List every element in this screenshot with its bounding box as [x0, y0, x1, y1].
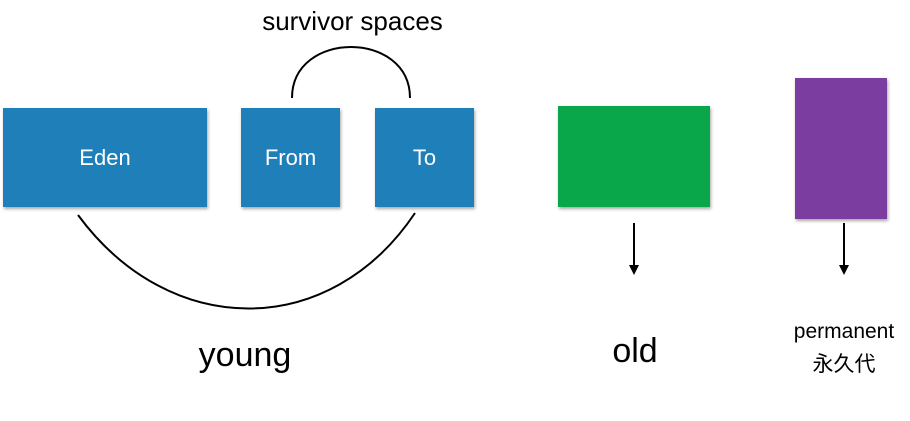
permanent-label: permanent: [793, 320, 895, 343]
eden-box: Eden: [3, 108, 207, 207]
from-label: From: [264, 144, 317, 170]
old-generation-box: [558, 106, 710, 207]
to-label: To: [412, 144, 437, 170]
from-box: From: [241, 108, 340, 207]
eden-label: Eden: [79, 144, 131, 170]
survivor-spaces-label: survivor spaces: [262, 6, 443, 36]
survivor-bracket: [291, 46, 411, 99]
permanent-label-cjk: 永久代: [812, 353, 876, 376]
to-box: To: [375, 108, 474, 207]
permanent-generation-box: [795, 78, 887, 219]
young-label: young: [198, 336, 292, 374]
young-bracket: [77, 212, 416, 310]
old-label: old: [612, 332, 658, 370]
